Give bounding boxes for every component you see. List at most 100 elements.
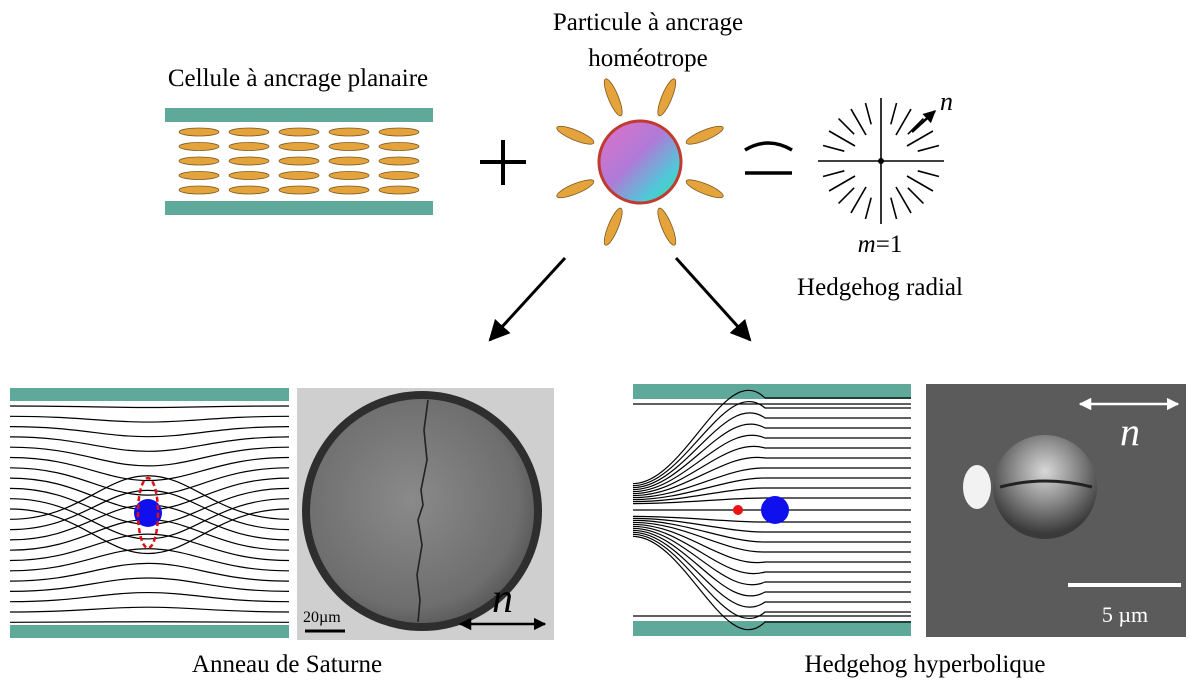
hedgehog-ray bbox=[906, 175, 934, 192]
planar-cell bbox=[165, 108, 433, 215]
photo-director-label-saturn: n bbox=[492, 576, 513, 622]
down-right-arrow-icon bbox=[674, 256, 752, 342]
hedgehog-ray bbox=[850, 186, 867, 214]
hyperbolic-micrograph: 5 µm n bbox=[926, 384, 1186, 637]
particle-title-line2: homéotrope bbox=[588, 45, 707, 72]
director-arrow bbox=[911, 110, 936, 133]
radial-hedgehog bbox=[818, 98, 944, 224]
hedgehog-ray bbox=[907, 118, 924, 135]
saturn-ring-schematic bbox=[9, 388, 290, 638]
saturn-field-line bbox=[9, 456, 290, 482]
hyperbolic-field-line bbox=[632, 535, 911, 631]
saturn-plate-bottom bbox=[10, 625, 289, 638]
hedgehog-ray bbox=[838, 187, 855, 204]
particle-molecule bbox=[603, 78, 623, 117]
hyperbolic-field-line bbox=[632, 412, 911, 489]
saturn-field-line bbox=[9, 489, 290, 531]
scale-label-saturn: 20µm bbox=[303, 609, 341, 626]
saturn-colloid bbox=[134, 499, 162, 527]
director-label: n bbox=[940, 87, 953, 116]
particle-molecule bbox=[657, 78, 677, 117]
hyperbolic-field-line bbox=[632, 533, 911, 620]
particle-molecule bbox=[556, 179, 595, 199]
saturn-field-line bbox=[9, 467, 290, 496]
cell-molecule bbox=[378, 185, 420, 195]
hyperbolic-field-line bbox=[632, 434, 911, 493]
cell-molecule bbox=[378, 142, 420, 151]
hedgehog-ray bbox=[828, 130, 856, 147]
hyperbolic-field-line bbox=[632, 389, 911, 485]
hyperbolic-field-line bbox=[632, 423, 911, 491]
cell-molecule bbox=[328, 185, 370, 195]
hyperbolic-field-line bbox=[632, 445, 911, 495]
down-left-arrow-icon bbox=[488, 256, 567, 342]
hedgehog-ray bbox=[822, 170, 845, 178]
hyper-plate-bottom bbox=[633, 621, 911, 636]
cell-title: Cellule à ancrage planaire bbox=[168, 65, 428, 92]
cell-plate-bottom bbox=[165, 201, 433, 215]
cell-molecule bbox=[228, 156, 270, 166]
hedgehog-ray bbox=[895, 108, 912, 136]
saturn-caption: Anneau de Saturne bbox=[192, 651, 382, 678]
cell-molecule bbox=[278, 156, 320, 166]
hyperbolic-field-line bbox=[632, 477, 911, 501]
cell-molecule bbox=[378, 156, 420, 166]
photo-director-label-hyper: n bbox=[1120, 409, 1140, 454]
saturn-photo-droplet-inner bbox=[310, 399, 534, 623]
plus-icon bbox=[480, 140, 526, 185]
cell-molecule bbox=[278, 127, 320, 137]
cell-molecule bbox=[328, 171, 370, 180]
saturn-field-line bbox=[9, 415, 290, 423]
saturn-field-lines bbox=[9, 405, 290, 623]
saturn-field-line bbox=[9, 562, 290, 582]
particle-sphere bbox=[597, 119, 683, 205]
hyperbolic-field-line bbox=[632, 531, 911, 608]
hyperbolic-field-line bbox=[632, 523, 911, 564]
cell-molecule bbox=[178, 156, 220, 166]
cell-molecule bbox=[378, 171, 420, 180]
hedgehog-ray bbox=[822, 144, 845, 152]
hyperbolic-field-line bbox=[632, 400, 911, 487]
hyper-photo-glare bbox=[999, 479, 1093, 489]
saturn-field-line bbox=[9, 508, 290, 555]
cell-molecule bbox=[328, 142, 370, 151]
hyperbolic-field-line bbox=[632, 497, 911, 505]
hyper-plate-top bbox=[633, 384, 911, 399]
hedgehog-ray bbox=[907, 187, 924, 204]
saturn-field-line bbox=[9, 405, 290, 409]
hyper-colloid bbox=[761, 496, 789, 524]
saturn-micrograph: 20µm n bbox=[297, 388, 554, 640]
cell-molecule bbox=[178, 127, 220, 137]
scale-label-hyper: 5 µm bbox=[1102, 602, 1148, 627]
particle-molecule bbox=[685, 125, 724, 145]
particle-title-line1: Particule à ancrage bbox=[553, 9, 743, 36]
particle-molecule bbox=[603, 207, 623, 246]
hyperbolic-field-line bbox=[632, 487, 911, 503]
hedgehog-ray bbox=[895, 186, 912, 214]
cell-molecule bbox=[228, 171, 270, 180]
hyper-photo-defect bbox=[963, 465, 991, 509]
cell-molecule bbox=[228, 127, 270, 137]
hedgehog-ray bbox=[864, 197, 872, 220]
saturn-field-line bbox=[9, 606, 290, 613]
cell-molecule bbox=[178, 142, 220, 151]
hyperbolic-hedgehog-schematic bbox=[632, 384, 911, 636]
saturn-field-line bbox=[9, 533, 290, 562]
cell-molecule bbox=[278, 171, 320, 180]
homeotropic-particle bbox=[556, 78, 724, 246]
hyperbolic-field-line bbox=[632, 456, 911, 497]
particle-molecules bbox=[556, 78, 724, 246]
cell-molecule bbox=[228, 185, 270, 195]
hyperbolic-field-line bbox=[632, 527, 911, 586]
hedgehog-ray bbox=[838, 118, 855, 135]
hedgehog-core bbox=[878, 158, 884, 164]
hyperbolic-field-line bbox=[632, 467, 911, 499]
saturn-field-line bbox=[9, 621, 290, 623]
approximately-equal-icon bbox=[744, 141, 793, 175]
cell-molecule bbox=[178, 171, 220, 180]
saturn-field-line bbox=[9, 426, 290, 438]
saturn-ring-defect bbox=[136, 476, 160, 550]
saturn-field-line bbox=[9, 548, 290, 572]
hyperbolic-field-lines bbox=[632, 389, 911, 631]
